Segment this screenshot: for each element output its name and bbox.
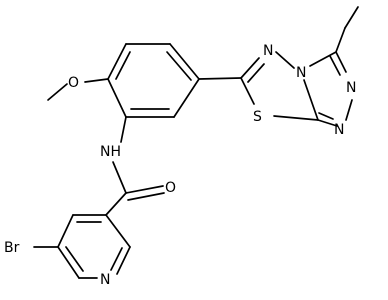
atom-label-n-thiadiazole: N	[263, 43, 273, 59]
bond-pyridine-n-6	[116, 246, 131, 275]
bond-benzene-3-4	[107, 43, 127, 80]
bond-n-c-double	[240, 57, 260, 79]
bond-carbonyl-pyridine	[105, 192, 127, 216]
atom-label-n-bridgehead: N	[296, 65, 306, 81]
bond-c-s	[240, 77, 255, 105]
bond-c-o-carbonyl	[125, 185, 164, 194]
bond-triazole-n-c-double	[318, 112, 334, 120]
bond-nh-carbonyl-c	[112, 161, 127, 194]
bond-triazole-n-c	[317, 119, 338, 127]
bond-fused-c-n4	[303, 79, 319, 121]
bond-n4-c3	[309, 51, 337, 67]
bond-benzene-link	[198, 77, 242, 80]
bond-c-o-carbonyl-double	[127, 192, 165, 201]
bond-benzene-3-4-inner	[115, 51, 131, 80]
bond-benzene-4-5	[107, 78, 127, 118]
atom-label-n-pyridine: N	[100, 272, 110, 288]
bond-pyridine-n-6-inner	[110, 247, 123, 271]
atom-label-o-methoxy: O	[68, 75, 79, 91]
atom-label-s-thiadiazole: S	[253, 109, 262, 125]
bond-pyridine-6-1	[105, 214, 131, 248]
bond-n4-n	[275, 51, 295, 69]
bond-pyridine-3-4	[57, 246, 80, 279]
bond-pyridine-3-4-inner	[65, 246, 84, 272]
bond-o-ch3-methoxy	[47, 83, 68, 101]
atom-labels: Br N O NH O N S N N N	[4, 43, 356, 288]
atom-label-n-triazole-upper: N	[346, 80, 356, 96]
bonds	[33, 6, 359, 279]
bond-s-c	[273, 115, 319, 121]
bond-c-o-methoxy	[84, 78, 109, 83]
bond-triazole-n-n	[345, 99, 353, 121]
atom-label-o-carbonyl: O	[165, 180, 176, 196]
bond-benzene-1-2	[169, 43, 200, 80]
bond-c-nh	[120, 116, 127, 143]
atom-label-n-triazole-lower: N	[334, 122, 344, 138]
bond-pyridine-2-3	[57, 214, 74, 248]
atom-label-nh: NH	[100, 144, 121, 160]
bond-benzene-6-1	[173, 78, 200, 118]
bond-ethyl-ch2	[335, 27, 346, 53]
bond-benzene-1-2-inner	[166, 51, 192, 81]
bond-triazole-c3-n-double	[329, 55, 341, 76]
bond-ethyl-ch3	[344, 6, 359, 29]
atom-label-br: Br	[4, 240, 20, 256]
bond-n-c-double-inner	[247, 63, 265, 83]
bond-triazole-c3-n	[335, 51, 347, 73]
